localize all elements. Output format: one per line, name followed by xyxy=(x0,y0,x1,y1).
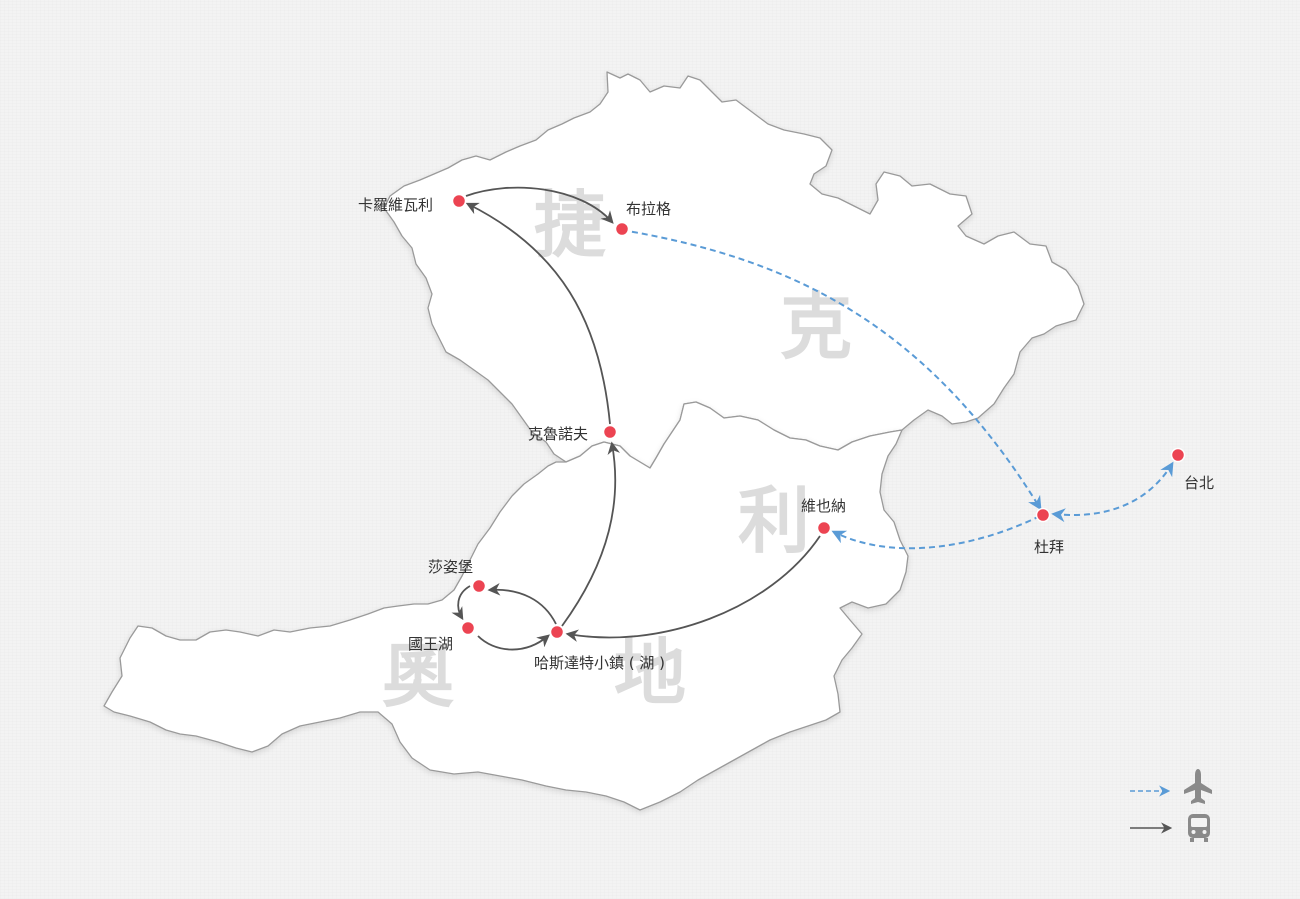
city-hallstatt[interactable]: 哈斯達特小鎮 ( 湖 ) xyxy=(534,624,665,673)
route-krumlov-karlovy xyxy=(465,202,611,425)
route-taipei-dubai xyxy=(1051,461,1174,523)
city-label: 國王湖 xyxy=(408,635,453,653)
route-dubai-vienna xyxy=(831,515,1041,550)
legend xyxy=(1130,769,1212,842)
country-char-austria-2: 地 xyxy=(614,631,686,715)
city-label: 哈斯達特小鎮 ( 湖 ) xyxy=(534,654,665,672)
city-label: 卡羅維瓦利 xyxy=(358,196,433,214)
city-vienna[interactable]: 維也納 xyxy=(801,497,846,536)
route-hallstatt-krumlov xyxy=(561,441,620,627)
city-karlovy-vary[interactable]: 卡羅維瓦利 xyxy=(358,193,467,215)
country-char-czech-1: 捷 xyxy=(534,183,606,267)
route-salzburg-konigssee xyxy=(451,585,471,621)
city-konigssee[interactable]: 國王湖 xyxy=(408,620,476,654)
city-label: 布拉格 xyxy=(626,200,671,218)
country-char-austria-3: 利 xyxy=(738,479,810,563)
city-label: 莎姿堡 xyxy=(428,558,473,576)
bus-icon xyxy=(1188,814,1210,842)
city-label: 維也納 xyxy=(801,497,846,515)
city-salzburg[interactable]: 莎姿堡 xyxy=(428,558,487,594)
route-hallstatt-salzburg xyxy=(487,583,557,625)
route-vienna-hallstatt xyxy=(565,535,821,642)
route-karlovy-prague xyxy=(465,186,614,224)
city-prague[interactable]: 布拉格 xyxy=(614,200,672,237)
city-dubai[interactable]: 杜拜 xyxy=(1034,507,1064,557)
route-konigssee-hallstatt xyxy=(477,634,550,651)
austria-region xyxy=(103,401,909,811)
country-char-austria-1: 奧 xyxy=(382,633,454,717)
czech-region xyxy=(383,71,1085,469)
city-cesky-krumlov[interactable]: 克魯諾夫 xyxy=(528,424,618,443)
route-prague-dubai xyxy=(621,229,1042,511)
city-label: 杜拜 xyxy=(1034,538,1064,556)
legend-bus xyxy=(1130,814,1210,842)
legend-flight xyxy=(1130,769,1212,804)
city-taipei[interactable]: 台北 xyxy=(1170,447,1215,493)
city-label: 台北 xyxy=(1184,474,1214,492)
country-char-czech-2: 克 xyxy=(780,285,852,369)
city-label: 克魯諾夫 xyxy=(528,425,588,443)
airplane-icon xyxy=(1184,769,1212,804)
